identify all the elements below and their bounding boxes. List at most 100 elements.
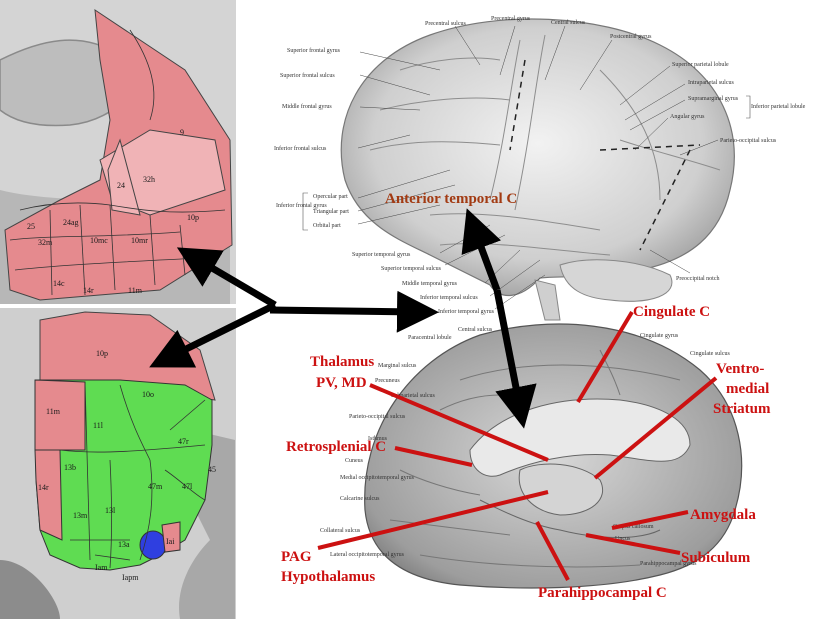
medial-label-uncus: Uncus xyxy=(615,536,631,542)
medial-pfc-area-label-25: 25 xyxy=(27,222,35,231)
lateral-brain-dashed-line-1 xyxy=(599,144,701,151)
arrow-to-orbital-pfc xyxy=(149,301,277,368)
label-subiculum: Subiculum xyxy=(681,550,751,566)
orbital-pfc-area-11m xyxy=(34,379,86,451)
pfc-connection-arrows xyxy=(149,208,537,429)
medial-label-central-sulcus: Central sulcus xyxy=(458,327,493,333)
lateral-brain-cerebellum xyxy=(559,259,673,302)
lateral-label-middle-frontal-gyrus: Middle frontal gyrus xyxy=(282,103,332,110)
lateral-label-inferior-temporal-sulcus: Inferior temporal sulcus xyxy=(420,294,478,301)
orbital-pfc-area-label-47m: 47m xyxy=(148,482,163,491)
arrow-to-medial-pfc xyxy=(176,247,277,309)
orbital-pfc-area-label-11m: 11m xyxy=(46,407,61,416)
medial-brain-collateral-line xyxy=(479,499,661,538)
medial-pfc-area-label-24: 24 xyxy=(117,181,125,190)
lateral-label-superior-temporal-sulcus: Superior temporal sulcus xyxy=(381,266,442,272)
orbital-pfc-area-label-45: 45 xyxy=(208,465,216,474)
label-pag-line2: Hypothalamus xyxy=(281,569,375,585)
orbital-pfc-gyral-lines xyxy=(59,381,206,569)
orbital-pfc-area-label-Iam: Iam xyxy=(95,563,108,572)
orbital-pfc-area-label-11l: 11l xyxy=(93,421,104,430)
lateral-label-superior-frontal-sulcus: Superior frontal sulcus xyxy=(280,72,335,79)
pointer-parahippocampal xyxy=(535,521,570,581)
orbital-pfc-area-Iai-blue xyxy=(139,530,167,560)
lateral-label-superior-frontal-gyrus: Superior frontal gyrus xyxy=(287,47,341,54)
medial-brain-sulci xyxy=(389,349,681,568)
pointer-cingulate xyxy=(576,310,634,404)
orbital-pfc-dark-corner xyxy=(0,560,60,619)
label-pag-line1: PAG xyxy=(281,549,312,565)
medial-pfc-area-label-10p: 10p xyxy=(187,213,199,222)
orbital-pfc-area-label-13a: 13a xyxy=(118,540,130,549)
lateral-brain-sulci xyxy=(369,34,721,256)
orbital-pfc-lateral-shading xyxy=(150,420,235,619)
label-ventromedial-line1: Ventro- xyxy=(716,361,764,377)
label-ventromedial-line2: medial xyxy=(726,381,769,397)
pointer-amygdala xyxy=(611,510,689,530)
label-amygdala: Amygdala xyxy=(690,507,756,523)
label-retrosplenial-c: Retrosplenial C xyxy=(286,439,386,455)
medial-brain-thalamus xyxy=(518,463,603,516)
pointer-retrosplenial xyxy=(394,446,473,467)
lateral-label-triangular-part: Triangular part xyxy=(313,209,349,215)
orbital-pfc-area-label-Iapm: Iapm xyxy=(122,573,139,582)
medial-label-subparietal-sulcus: Subparietal sulcus xyxy=(391,393,435,399)
medial-pfc-area-24 xyxy=(107,138,141,216)
medial-pfc-area-label-9: 9 xyxy=(180,128,184,137)
medial-label-cuneus: Cuneus xyxy=(345,458,364,464)
medial-pfc-panel: 9 32h 24 24ag 10p 25 32m 10mc 10mr 14c 1… xyxy=(0,0,236,304)
orbital-pfc-area-label-47r: 47r xyxy=(178,437,189,446)
orbital-pfc-area-label-13b: 13b xyxy=(64,463,76,472)
lateral-label-opercular-part: Opercular part xyxy=(313,194,348,200)
orbital-pfc-area-label-10o: 10o xyxy=(142,390,154,399)
orbital-pfc-area-label-13m: 13m xyxy=(73,511,88,520)
orbital-pfc-panel: 10p 10o 11m 11l 47r 14r 13b 47m 47l 45 1… xyxy=(0,308,236,619)
medial-label-marginal-sulcus: Marginal sulcus xyxy=(378,363,417,369)
arrow-to-medial-structures xyxy=(493,289,537,429)
lateral-label-central-sulcus: Central sulcus xyxy=(551,20,586,26)
label-thalamus-line1: Thalamus xyxy=(310,354,374,370)
label-ventromedial-line3: Striatum xyxy=(713,401,771,417)
lateral-brain-brainstem xyxy=(534,279,561,321)
medial-label-paracentral-lobule: Paracentral lobule xyxy=(408,335,452,341)
label-thalamus-line2: PV, MD xyxy=(316,375,367,391)
pointer-thalamus xyxy=(369,383,549,462)
lateral-brain-illustration: Precentral sulcus Precentral gyrus Centr… xyxy=(274,16,806,321)
label-anterior-temporal-c: Anterior temporal C xyxy=(385,191,517,207)
lateral-label-inferior-frontal-sulcus: Inferior frontal sulcus xyxy=(274,145,327,152)
medial-brain-illustration: Cingulate gyrus Central sulcus Paracentr… xyxy=(320,323,743,589)
medial-pfc-gyral-lines xyxy=(9,29,226,296)
lateral-label-angular-gyrus: Angular gyrus xyxy=(670,114,705,120)
medial-label-lateral-occipitotemporal-gyrus: Lateral occipitotemporal gyrus xyxy=(330,552,405,558)
inferior-frontal-bracket xyxy=(302,192,308,231)
pointer-ventromedial-striatum xyxy=(593,376,718,480)
lateral-label-precentral-gyrus: Precentral gyrus xyxy=(491,16,531,22)
medial-pfc-area-label-10mc: 10mc xyxy=(90,236,108,245)
medial-label-calcarine-sulcus: Calcarine sulcus xyxy=(340,496,380,502)
lateral-label-middle-temporal-gyrus: Middle temporal gyrus xyxy=(402,281,458,287)
arrow-to-anterior-temporal xyxy=(461,208,501,292)
label-cingulate-c: Cingulate C xyxy=(633,304,710,320)
orbital-pfc-area-label-Iai: Iai xyxy=(166,537,175,546)
medial-pfc-area-label-10mr: 10mr xyxy=(131,236,148,245)
orbital-pfc-area-14r xyxy=(34,449,63,541)
orbital-pfc-area-label-10p: 10p xyxy=(96,349,108,358)
lateral-label-parieto-occipital-sulcus: Parieto-occipital sulcus xyxy=(720,138,777,144)
medial-pfc-area-label-32h: 32h xyxy=(143,175,155,184)
medial-label-medial-occipitotemporal-gyrus: Medial occipitotemporal gyrus xyxy=(340,475,415,481)
medial-label-corpus-callosum: Corpus callosum xyxy=(613,524,654,530)
lateral-brain-cortex xyxy=(340,18,735,297)
label-parahippocampal-c: Parahippocampal C xyxy=(538,585,667,601)
lateral-label-precentral-sulcus: Precentral sulcus xyxy=(425,21,466,27)
orbital-pfc-area-label-47l: 47l xyxy=(182,482,193,491)
pointer-subiculum xyxy=(585,533,681,555)
orbital-pfc-area-label-13l: 13l xyxy=(105,506,116,515)
medial-label-cingulate-sulcus: Cingulate sulcus xyxy=(690,351,730,357)
lateral-label-superior-parietal-lobule: Superior parietal lobule xyxy=(672,62,729,68)
medial-label-cingulate-gyrus: Cingulate gyrus xyxy=(640,333,679,339)
lateral-label-orbital-part: Orbital part xyxy=(313,223,341,229)
medial-pfc-area-label-14c: 14c xyxy=(53,279,65,288)
lateral-label-supramarginal-gyrus: Supramarginal gyrus xyxy=(688,96,739,102)
medial-label-precuneus: Precuneus xyxy=(375,378,400,384)
